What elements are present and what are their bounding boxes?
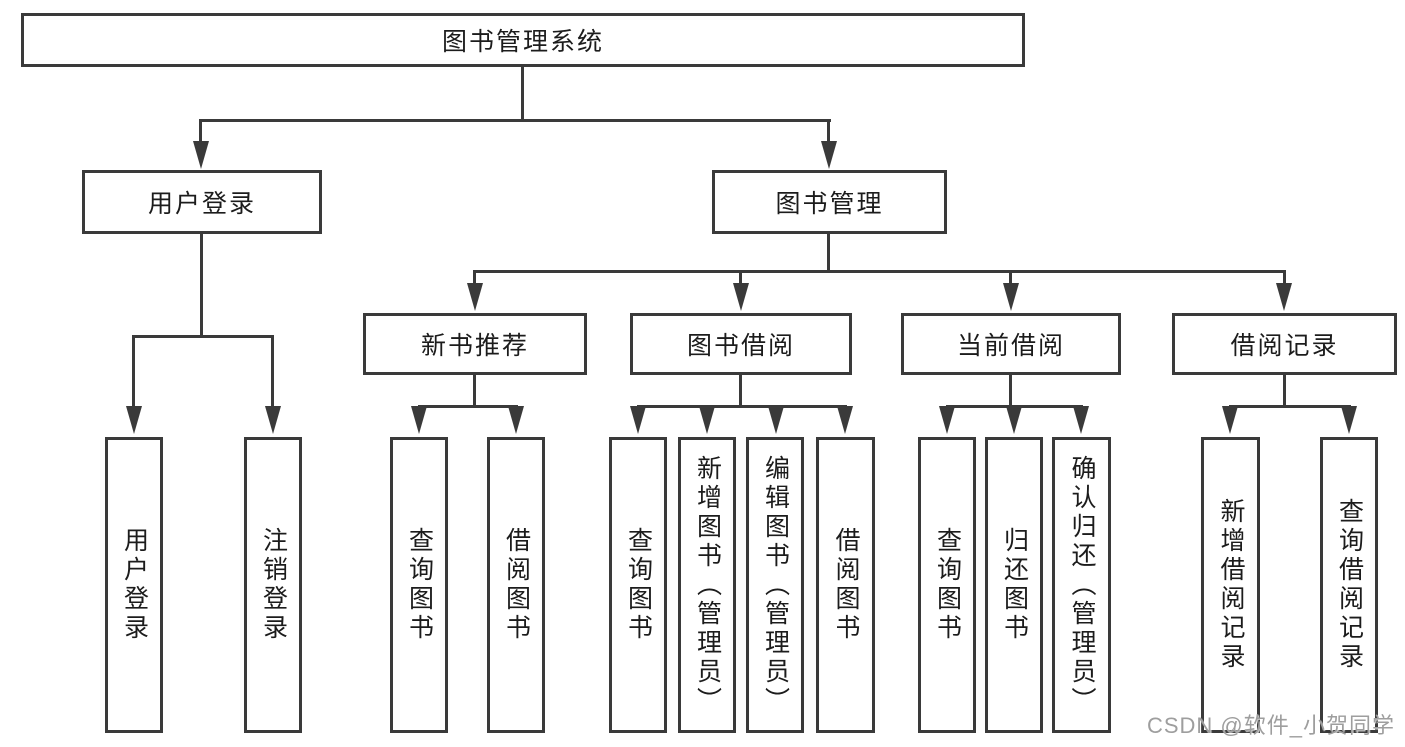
arrow-to-confirm-return [1073, 406, 1089, 434]
connector-leaf-logout-drop [271, 335, 274, 408]
leaf-borrow-book-2-label: 借阅图书 [832, 527, 860, 643]
leaf-add-book: 新增图书（管理员） [678, 437, 736, 733]
node-borrow-records: 借阅记录 [1172, 313, 1397, 375]
leaf-query-book-3: 查询图书 [918, 437, 976, 733]
arrow-to-add-record [1222, 406, 1238, 434]
node-borrow-records-label: 借阅记录 [1230, 332, 1339, 360]
connector-user-login-fork [132, 335, 274, 338]
connector-book-borrow-trunk [739, 375, 742, 405]
node-book-borrow-label: 图书借阅 [686, 332, 795, 360]
node-new-book-rec: 新书推荐 [363, 313, 587, 375]
arrow-to-leaf-login [126, 406, 142, 434]
arrow-to-query-book-1 [411, 406, 427, 434]
arrow-to-query-book-3 [939, 406, 955, 434]
node-library-system-label: 图书管理系统 [441, 28, 604, 56]
node-book-borrow: 图书借阅 [630, 313, 852, 375]
connector-user-login-drop [199, 119, 202, 144]
leaf-query-book-3-label: 查询图书 [933, 527, 962, 643]
arrow-to-borrow-records [1276, 283, 1292, 311]
leaf-confirm-return: 确认归还（管理员） [1052, 437, 1111, 733]
leaf-add-book-label: 新增图书（管理员） [693, 454, 722, 716]
arrow-to-borrow-book-1 [508, 406, 524, 434]
arrow-to-return-book [1006, 406, 1022, 434]
connector-level3-fork [473, 270, 1286, 273]
leaf-return-book: 归还图书 [985, 437, 1043, 733]
connector-borrow-records-drop [1283, 270, 1286, 284]
arrow-to-leaf-logout [265, 406, 281, 434]
leaf-confirm-return-label: 确认归还（管理员） [1068, 454, 1096, 716]
connector-new-book-trunk [473, 375, 476, 405]
leaf-borrow-book-2: 借阅图书 [816, 437, 875, 733]
leaf-query-book-2-label: 查询图书 [624, 527, 653, 643]
node-current-borrow: 当前借阅 [901, 313, 1121, 375]
leaf-query-book-1-label: 查询图书 [405, 527, 434, 643]
leaf-user-login: 用户登录 [105, 437, 163, 733]
node-user-login-label: 用户登录 [147, 190, 256, 218]
arrow-to-add-book [699, 406, 715, 434]
leaf-borrow-book-1-label: 借阅图书 [502, 527, 531, 643]
leaf-query-book-2: 查询图书 [609, 437, 667, 733]
arrow-to-borrow-book-2 [837, 406, 853, 434]
arrow-to-book-mgmt [821, 141, 837, 169]
leaf-logout: 注销登录 [244, 437, 302, 733]
arrow-to-current-borrow [1003, 283, 1019, 311]
connector-new-book-drop [473, 270, 476, 284]
leaf-edit-book-label: 编辑图书（管理员） [761, 454, 790, 716]
connector-book-borrow-drop [739, 270, 742, 284]
connector-borrow-records-trunk [1283, 375, 1286, 405]
arrow-to-new-book-rec [467, 283, 483, 311]
node-library-system: 图书管理系统 [21, 13, 1025, 67]
connector-new-book-fork [418, 405, 518, 408]
node-current-borrow-label: 当前借阅 [956, 332, 1065, 360]
leaf-add-record: 新增借阅记录 [1201, 437, 1260, 733]
leaf-edit-book: 编辑图书（管理员） [746, 437, 804, 733]
arrow-to-user-login [193, 141, 209, 169]
connector-book-mgmt-trunk [827, 234, 830, 270]
node-user-login: 用户登录 [82, 170, 322, 234]
connector-level2-fork [199, 119, 831, 122]
leaf-add-record-label: 新增借阅记录 [1217, 498, 1245, 672]
connector-leaf-login-drop [132, 335, 135, 408]
csdn-watermark: CSDN @软件_小贺同学 [1146, 713, 1395, 738]
connector-user-login-trunk [200, 234, 203, 335]
leaf-query-record-label: 查询借阅记录 [1335, 498, 1364, 672]
leaf-user-login-label: 用户登录 [120, 527, 149, 643]
connector-root-trunk [521, 67, 524, 119]
leaf-return-book-label: 归还图书 [1000, 527, 1029, 643]
leaf-logout-label: 注销登录 [259, 527, 288, 643]
connector-borrow-records-fork [1229, 405, 1351, 408]
node-new-book-rec-label: 新书推荐 [420, 332, 529, 360]
leaf-query-record: 查询借阅记录 [1320, 437, 1378, 733]
node-book-mgmt: 图书管理 [712, 170, 947, 234]
node-book-mgmt-label: 图书管理 [775, 190, 884, 218]
connector-current-borrow-trunk [1009, 375, 1012, 405]
arrow-to-edit-book [768, 406, 784, 434]
connector-book-borrow-fork [637, 405, 847, 408]
arrow-to-query-book-2 [630, 406, 646, 434]
connector-book-mgmt-drop [827, 119, 830, 144]
arrow-to-query-record [1341, 406, 1357, 434]
leaf-borrow-book-1: 借阅图书 [487, 437, 545, 733]
leaf-query-book-1: 查询图书 [390, 437, 448, 733]
connector-current-borrow-drop [1009, 270, 1012, 284]
arrow-to-book-borrow [733, 283, 749, 311]
